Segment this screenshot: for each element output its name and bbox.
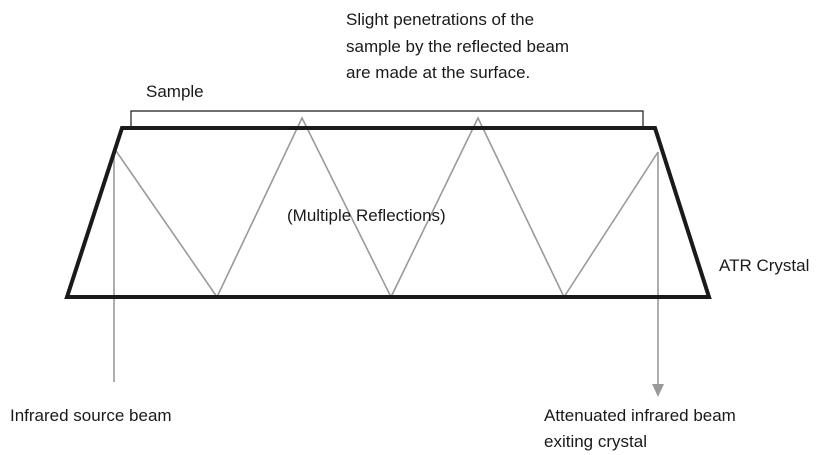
- surface-note-line3: are made at the surface.: [346, 63, 531, 82]
- sample-bracket: [130, 110, 644, 128]
- source-beam-label: Infrared source beam: [10, 406, 172, 425]
- exit-beam-label-line2: exiting crystal: [544, 432, 647, 451]
- surface-note-line2: sample by the reflected beam: [346, 37, 570, 56]
- arrowhead-icon: [652, 384, 664, 397]
- atr-crystal-shape: [64, 126, 712, 299]
- multiple-reflections-label: (Multiple Reflections): [287, 206, 446, 225]
- sample-label: Sample: [146, 82, 204, 101]
- atr-crystal-label: ATR Crystal: [719, 256, 810, 275]
- exit-beam-label-line1: Attenuated infrared beam: [544, 406, 736, 425]
- surface-note-line1: Slight penetrations of the: [346, 10, 535, 29]
- exit-beam-arrow: [652, 152, 664, 397]
